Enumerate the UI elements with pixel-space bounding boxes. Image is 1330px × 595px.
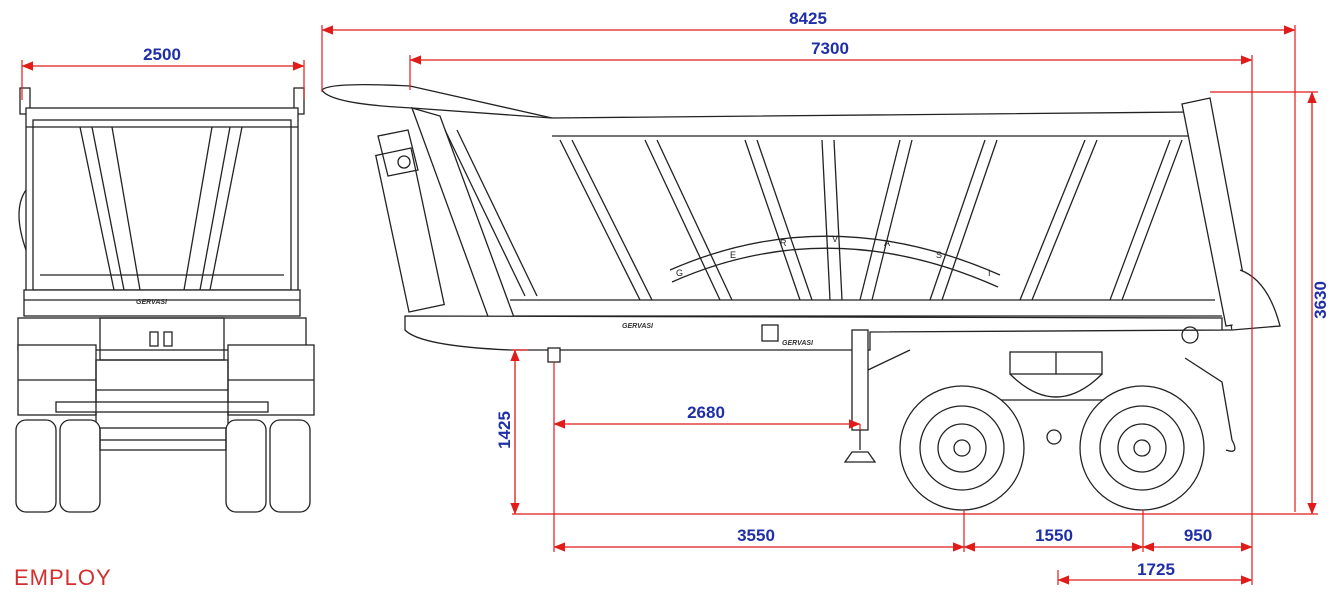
- dim-rear-overhang: 950: [1184, 526, 1212, 545]
- dim-kingpin-to-landing-leg: 2680: [687, 403, 725, 422]
- caption-text: EMPLOY: [14, 565, 112, 590]
- side-view: GERVASI GERVASI: [321, 84, 1281, 511]
- arch-letter: I: [988, 268, 991, 278]
- arch-letter: V: [832, 234, 838, 244]
- rear-view: GERVASI: [15, 87, 315, 513]
- dim-body-length: 7300: [811, 39, 849, 58]
- arch-lettering: G E R V A S I: [676, 234, 991, 278]
- svg-text:GERVASI: GERVASI: [622, 323, 654, 330]
- dim-axle-spacing: 1550: [1035, 526, 1073, 545]
- arch-letter: E: [730, 250, 736, 260]
- dim-axle-to-end: 1725: [1137, 560, 1175, 579]
- arch-letter: R: [780, 238, 787, 248]
- dim-overall-height: 3630: [1311, 281, 1330, 319]
- dim-rear-width: 2500: [143, 45, 181, 64]
- dim-kingpin-to-first-axle: 3550: [737, 526, 775, 545]
- svg-text:GERVASI: GERVASI: [136, 299, 168, 306]
- arch-letter: A: [884, 238, 890, 248]
- arch-letter: G: [676, 268, 683, 278]
- dim-coupling-height: 1425: [495, 411, 514, 449]
- svg-text:GERVASI: GERVASI: [782, 340, 814, 347]
- dim-overall-length: 8425: [789, 9, 827, 28]
- arch-letter: S: [936, 250, 942, 260]
